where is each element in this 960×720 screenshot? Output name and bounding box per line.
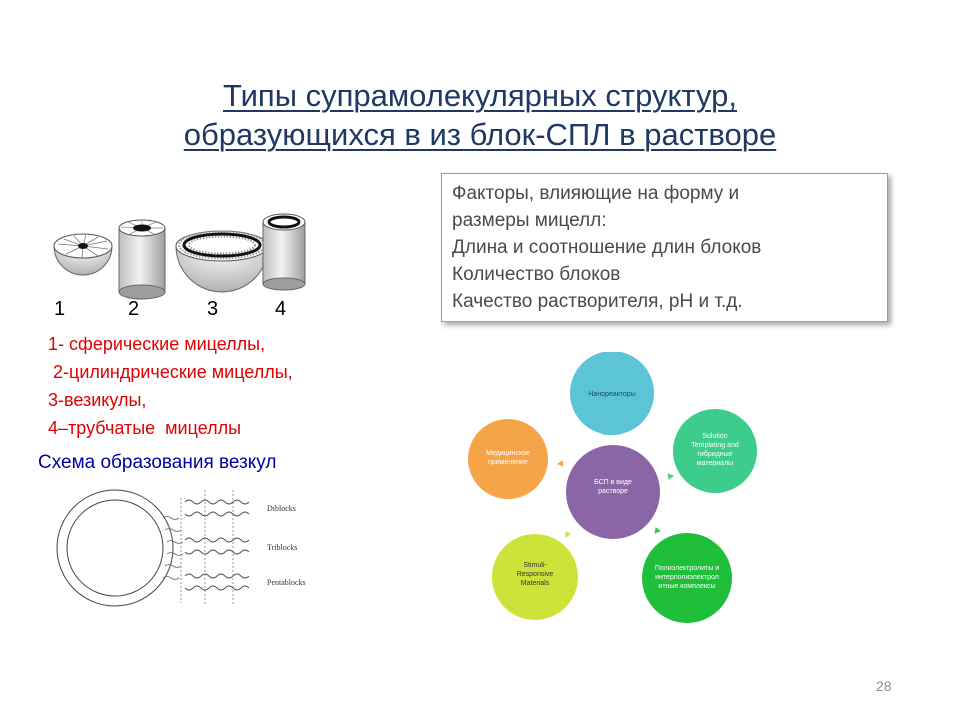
tubular-micelle-icon xyxy=(262,213,306,291)
cycle-node-label: применение xyxy=(488,459,528,466)
vesicle-label: Pentablocks xyxy=(267,578,306,587)
cycle-node-label: Templating and xyxy=(691,442,739,449)
cycle-node-label: итные комплексы xyxy=(658,583,715,590)
cycle-node-label: Responsive xyxy=(517,571,554,578)
structure-number: 3 xyxy=(207,298,219,320)
cycle-node-stimuli-responsive: Stimuli- Responsive Materials xyxy=(492,534,578,620)
vesicle-icon xyxy=(175,230,269,293)
factors-box: Факторы, влияющие на форму и размеры миц… xyxy=(441,173,888,322)
factors-line: Качество растворителя, pH и т.д. xyxy=(452,291,743,312)
vesicle-label: Triblocks xyxy=(267,543,297,552)
micelle-structures-image xyxy=(53,213,306,300)
cycle-node-label: Медицинское xyxy=(486,450,530,457)
slide-title: Типы супрамолекулярных структур, образую… xyxy=(0,76,960,154)
applications-cycle-diagram: БСП в виде растворе Нанореакторы Solutio… xyxy=(468,352,757,623)
factors-line: Количество блоков xyxy=(452,264,621,285)
title-line-1: Типы супрамолекулярных структур, xyxy=(223,78,737,113)
legend-item: 4–трубчатые мицеллы xyxy=(48,418,242,438)
cycle-center-label: растворе xyxy=(598,488,628,495)
cycle-node-label: интерполиэлектрол xyxy=(655,574,719,581)
vesicle-schema-title: Схема образования везкул xyxy=(38,452,277,473)
factors-line: Факторы, влияющие на форму и xyxy=(452,183,740,204)
cycle-node-label: Полиэлектролиты и xyxy=(655,565,719,572)
structure-number: 4 xyxy=(275,298,287,320)
cycle-node-solution-templating: Solution Templating and гибридные матери… xyxy=(673,409,757,493)
title-line-2: образующихся в из блок-СПЛ в растворе xyxy=(183,117,777,152)
legend-item: 2-цилиндрические мицеллы, xyxy=(48,362,293,382)
cycle-center-node: БСП в виде растворе xyxy=(566,445,660,539)
legend-item: 1- сферические мицеллы, xyxy=(48,334,266,354)
page-number: 28 xyxy=(876,678,892,694)
factors-line: размеры мицелл: xyxy=(452,210,607,231)
vesicle-label: Diblocks xyxy=(267,504,296,513)
cycle-node-label: материалы xyxy=(697,460,733,467)
cycle-node-polyelectrolytes: Полиэлектролиты и интерполиэлектрол итны… xyxy=(642,533,732,623)
factors-line: Длина и соотношение длин блоков xyxy=(452,237,762,258)
structure-number: 1 xyxy=(54,298,66,320)
cylindrical-micelle-icon xyxy=(118,219,166,300)
cycle-node-label: Stimuli- xyxy=(523,562,547,569)
cycle-node-label: Solution xyxy=(702,433,727,440)
structure-number: 2 xyxy=(128,298,140,320)
vesicle-formation-scheme: Diblocks Triblocks Pentablocks xyxy=(56,489,306,607)
spherical-micelle-icon xyxy=(53,233,113,276)
cycle-node-medical-applications: Медицинское применение xyxy=(468,419,548,499)
cycle-node-label: Нанореакторы xyxy=(588,391,635,398)
cycle-center-label: БСП в виде xyxy=(594,479,632,486)
cycle-node-label: гибридные xyxy=(697,450,732,458)
cycle-node-label: Materials xyxy=(521,580,550,587)
cycle-node-nanoreactors: Нанореакторы xyxy=(570,352,654,435)
legend-item: 3-везикулы, xyxy=(48,390,147,410)
